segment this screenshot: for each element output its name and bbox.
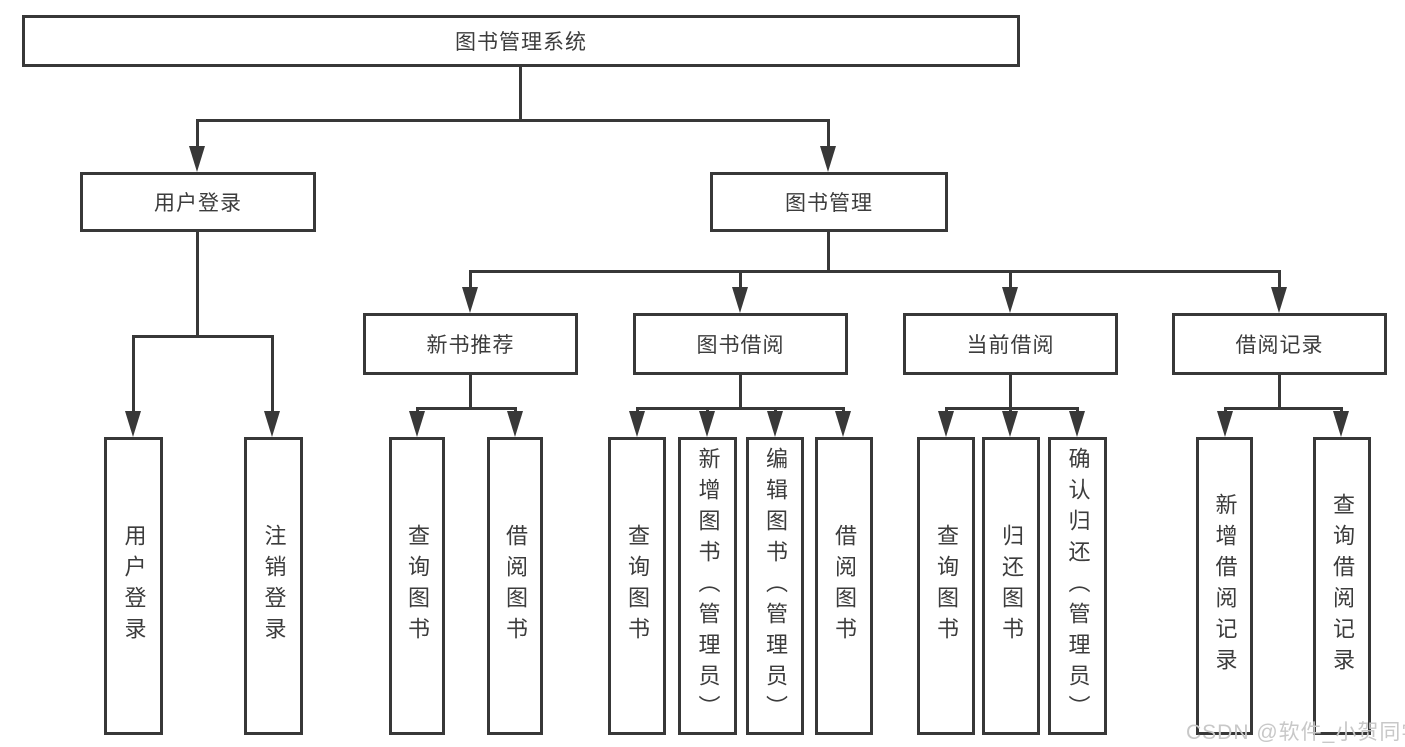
arrowhead-down-icon [507, 411, 523, 437]
connector-line [132, 335, 274, 338]
connector-line [827, 119, 830, 148]
connector-line [636, 407, 845, 410]
arrowhead-down-icon [462, 287, 478, 313]
connector-line [739, 270, 742, 290]
connector-line [1009, 375, 1012, 409]
arrowhead-down-icon [409, 411, 425, 437]
connector-line [469, 270, 1281, 273]
csdn-watermark: CSDN @软件_小贺同学 [1186, 721, 1405, 744]
arrowhead-down-icon [732, 287, 748, 313]
leaf-br-query-record: 查询借阅记录 [1313, 437, 1371, 735]
connector-line [271, 335, 274, 413]
connector-line [469, 270, 472, 290]
leaf-bb-edit-books-admin: 编辑图书（管理员） [746, 437, 804, 735]
connector-line [469, 375, 472, 409]
node-current-borrow: 当前借阅 [903, 313, 1118, 375]
arrowhead-down-icon [189, 146, 205, 172]
arrowhead-down-icon [264, 411, 280, 437]
leaf-cb-query-books: 查询图书 [917, 437, 975, 735]
leaf-rec-query-books: 查询图书 [389, 437, 445, 735]
node-user-login: 用户登录 [80, 172, 316, 232]
leaf-cb-return-books: 归还图书 [982, 437, 1040, 735]
arrowhead-down-icon [125, 411, 141, 437]
arrowhead-down-icon [938, 411, 954, 437]
leaf-bb-borrow-books: 借阅图书 [815, 437, 873, 735]
arrowhead-down-icon [629, 411, 645, 437]
leaf-cb-confirm-return-admin: 确认归还（管理员） [1048, 437, 1107, 735]
arrowhead-down-icon [1002, 287, 1018, 313]
connector-line [739, 375, 742, 409]
connector-line [196, 119, 199, 148]
arrowhead-down-icon [1002, 411, 1018, 437]
connector-line [132, 335, 135, 413]
node-book-borrow: 图书借阅 [633, 313, 848, 375]
leaf-rec-borrow-books: 借阅图书 [487, 437, 543, 735]
arrowhead-down-icon [1333, 411, 1349, 437]
leaf-user-login: 用户登录 [104, 437, 163, 735]
arrowhead-down-icon [767, 411, 783, 437]
connector-line [416, 407, 517, 410]
connector-line [827, 232, 830, 272]
connector-line [196, 119, 830, 122]
connector-line [1224, 407, 1343, 410]
connector-line [1278, 270, 1281, 290]
arrowhead-down-icon [699, 411, 715, 437]
connector-line [1009, 270, 1012, 290]
node-borrow-record: 借阅记录 [1172, 313, 1387, 375]
arrowhead-down-icon [835, 411, 851, 437]
leaf-logout: 注销登录 [244, 437, 303, 735]
arrowhead-down-icon [1069, 411, 1085, 437]
node-root: 图书管理系统 [22, 15, 1020, 67]
arrowhead-down-icon [1271, 287, 1287, 313]
connector-line [1278, 375, 1281, 409]
connector-line [196, 232, 199, 337]
node-book-mgmt: 图书管理 [710, 172, 948, 232]
arrowhead-down-icon [1217, 411, 1233, 437]
leaf-bb-add-books-admin: 新增图书（管理员） [678, 437, 737, 735]
connector-line [519, 67, 522, 121]
arrowhead-down-icon [820, 146, 836, 172]
leaf-br-add-record: 新增借阅记录 [1196, 437, 1253, 735]
leaf-bb-query-books: 查询图书 [608, 437, 666, 735]
node-new-book-rec: 新书推荐 [363, 313, 578, 375]
